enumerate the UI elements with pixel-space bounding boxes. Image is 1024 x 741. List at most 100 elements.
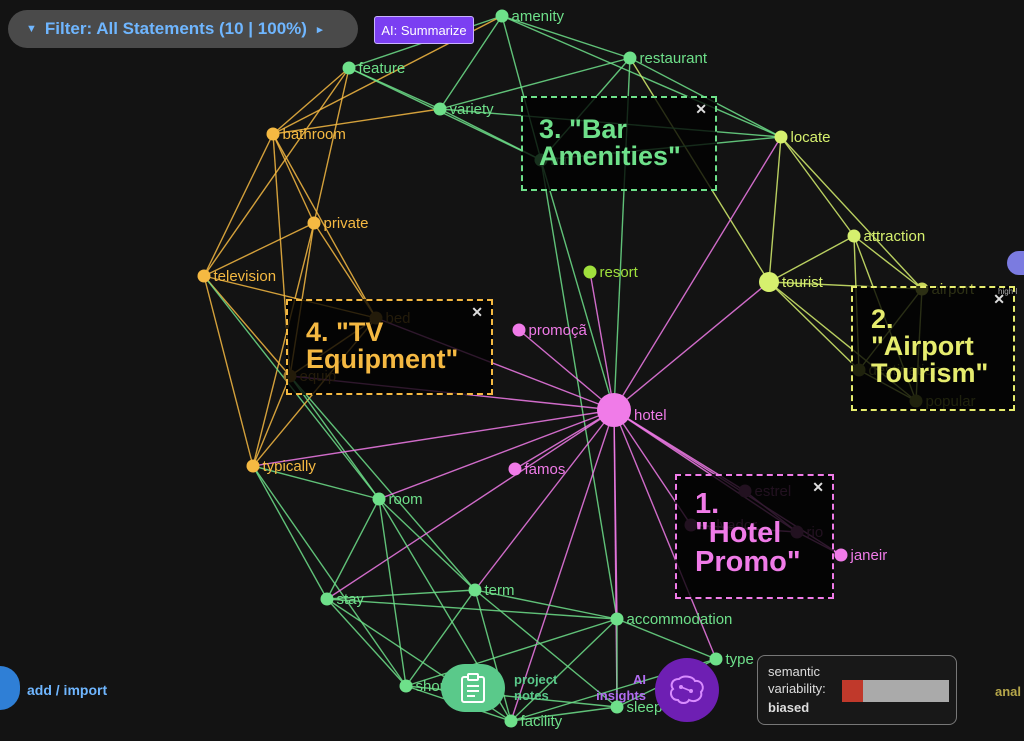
node-label[interactable]: room [389,491,423,508]
side-toggle-button[interactable] [1007,251,1024,275]
close-icon[interactable]: ✕ [471,304,483,320]
node-bathroom[interactable]: bathroom [266,126,346,143]
node-label[interactable]: variety [450,101,495,118]
node-accommodation[interactable]: accommodation [610,611,733,628]
edge-hotel-facility [510,409,615,722]
edge-accommodation-facility [510,618,618,722]
node-room[interactable]: room [372,491,423,508]
node-dot[interactable] [320,592,334,606]
node-dot[interactable] [495,9,509,23]
add-import-button[interactable] [0,666,20,710]
node-dot[interactable] [774,130,788,144]
cluster-hotel-promo[interactable]: ✕ 1. "Hotel Promo" [675,474,834,599]
node-dot[interactable] [759,272,779,292]
node-label[interactable]: bathroom [283,126,346,143]
add-import-label[interactable]: add / import [27,682,108,698]
node-tourist[interactable]: tourist [759,272,824,292]
ai-insights-label[interactable]: AI insights [596,672,646,704]
filter-dropdown[interactable]: ▼ Filter: All Statements (10 | 100%) ▸ [8,10,358,48]
node-label[interactable]: private [324,215,369,232]
node-label[interactable]: facility [521,713,563,730]
close-icon[interactable]: ✕ [993,291,1005,307]
node-typically[interactable]: typically [246,458,317,475]
edge-amenity-variety [439,15,503,110]
node-label[interactable]: feature [359,60,406,77]
node-restaurant[interactable]: restaurant [623,50,708,67]
variability-fill [842,680,864,702]
node-janeir[interactable]: janeir [834,547,888,564]
node-facility[interactable]: facility [504,713,563,730]
node-dot[interactable] [197,269,211,283]
node-variety[interactable]: variety [433,101,495,118]
node-label[interactable]: famos [525,461,566,478]
node-hotel[interactable]: hotel [597,393,667,427]
node-label[interactable]: typically [263,458,317,475]
node-dot[interactable] [468,583,482,597]
cluster-tv-equipment[interactable]: ✕ 4. "TV Equipment" [286,299,493,395]
node-label[interactable]: sleep [627,699,663,716]
node-dot[interactable] [623,51,637,65]
analysis-button[interactable]: anal [995,684,1022,699]
node-dot[interactable] [307,216,321,230]
node-television[interactable]: television [197,268,277,285]
node-label[interactable]: term [485,582,515,599]
node-dot[interactable] [433,102,447,116]
node-promoca[interactable]: promoçã [512,322,588,339]
node-amenity[interactable]: amenity [495,8,565,25]
node-dot[interactable] [834,548,848,562]
node-label[interactable]: type [726,651,754,668]
node-dot[interactable] [508,462,522,476]
node-label[interactable]: restaurant [640,50,708,67]
edge-room-stay [326,498,380,600]
cluster-title: 4. "TV Equipment" [306,317,459,374]
edge-term-sleep [474,589,618,708]
node-dot[interactable] [512,323,526,337]
edge-locate-airport [780,136,923,290]
node-label[interactable]: janeir [850,547,888,564]
project-notes-label[interactable]: project notes [514,672,558,704]
node-dot[interactable] [399,679,413,693]
node-dot[interactable] [610,700,624,714]
node-dot[interactable] [246,459,260,473]
node-dot[interactable] [610,612,624,626]
node-dot[interactable] [597,393,631,427]
ai-insights-button[interactable] [655,658,719,722]
node-label[interactable]: resort [600,264,639,281]
node-label[interactable]: hotel [634,407,667,424]
node-resort[interactable]: resort [583,264,639,281]
node-attraction[interactable]: attraction [847,228,926,245]
node-label[interactable]: stay [337,591,365,608]
edge-famos-hotel [514,409,615,470]
node-dot[interactable] [266,127,280,141]
edge-locate-hotel [613,136,782,411]
edge-private-television [203,222,315,277]
node-label[interactable]: television [214,268,277,285]
close-icon[interactable]: ✕ [695,101,707,117]
node-private[interactable]: private [307,215,369,232]
node-dot[interactable] [342,61,356,75]
ai-summarize-button[interactable]: AI: Summarize [374,16,474,44]
node-term[interactable]: term [468,582,515,599]
node-famos[interactable]: famos [508,461,566,478]
node-type[interactable]: type [709,651,754,668]
node-label[interactable]: promoçã [529,322,588,339]
node-sleep[interactable]: sleep [610,699,663,716]
node-dot[interactable] [847,229,861,243]
node-feature[interactable]: feature [342,60,406,77]
node-dot[interactable] [372,492,386,506]
node-label[interactable]: locate [791,129,831,146]
node-label[interactable]: tourist [782,274,824,291]
node-dot[interactable] [583,265,597,279]
node-label[interactable]: attraction [864,228,926,245]
node-label[interactable]: amenity [512,8,565,25]
node-dot[interactable] [504,714,518,728]
node-stay[interactable]: stay [320,591,365,608]
node-label[interactable]: accommodation [627,611,733,628]
cluster-airport-tourism[interactable]: ✕ 2. "Airport Tourism" [851,286,1015,411]
cluster-bar-amenities[interactable]: ✕ 3. "Bar Amenities" [521,96,717,191]
node-locate[interactable]: locate [774,129,831,146]
close-icon[interactable]: ✕ [812,479,824,495]
node-dot[interactable] [709,652,723,666]
edge-equip-typically [252,375,291,467]
project-notes-button[interactable] [441,664,505,712]
